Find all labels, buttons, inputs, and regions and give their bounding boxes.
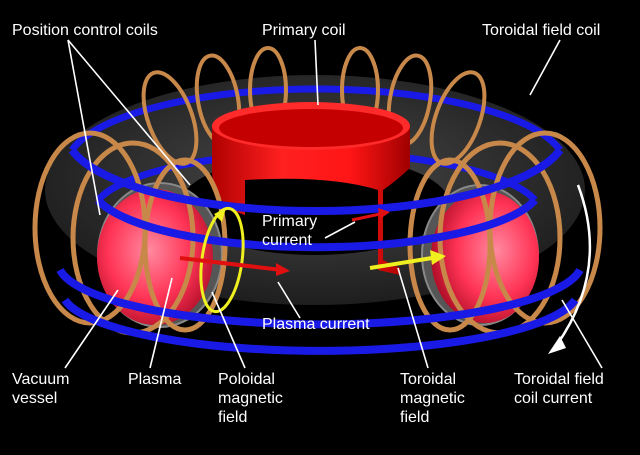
label-primary-current: Primary current	[262, 213, 318, 249]
primary-coil	[212, 102, 410, 275]
position-control-coils-front	[56, 147, 584, 355]
primary-current-arrow	[351, 208, 390, 222]
toroidal-field-arrow	[369, 250, 446, 270]
label-primary-coil: Primary coil	[262, 22, 346, 39]
label-position-control-coils: Position control coils	[12, 22, 158, 39]
label-vacuum-vessel: Vacuum vessel	[12, 371, 70, 407]
label-toroidal-magnetic-field: Toroidal magnetic field	[400, 371, 465, 426]
leader-lines	[64, 39, 603, 369]
poloidal-field-arrow	[199, 206, 245, 314]
label-poloidal-magnetic-field: Poloidal magnetic field	[218, 371, 283, 426]
coil-current-arrow	[548, 184, 592, 354]
label-plasma: Plasma	[128, 371, 182, 388]
label-toroidal-field-coil: Toroidal field coil	[482, 22, 601, 39]
plasma-current-arrow	[179, 256, 290, 276]
label-plasma-current: Plasma current	[262, 316, 370, 333]
label-toroidal-field-coil-current: Toroidal field coil current	[514, 371, 604, 407]
